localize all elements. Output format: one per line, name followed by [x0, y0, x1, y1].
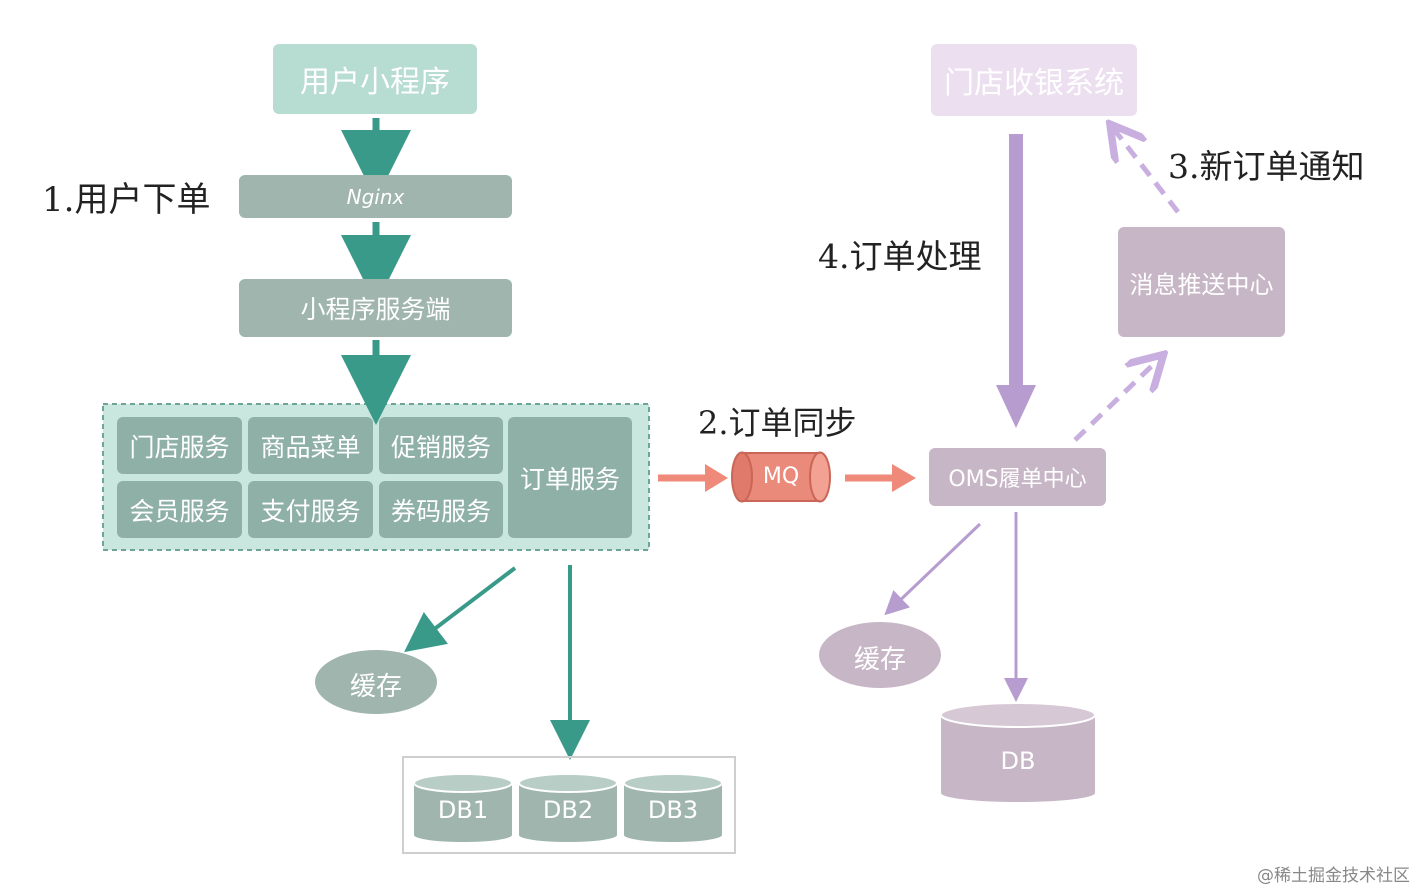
step3-label: 3.新订单通知 [1168, 147, 1365, 186]
coupon-service-label: 券码服务 [390, 496, 491, 526]
promo-service-box: 促销服务 [379, 417, 503, 474]
menu-service-label: 商品菜单 [260, 432, 361, 462]
arrow-services-to-cache [404, 566, 517, 653]
pos-system-label: 门店收银系统 [944, 66, 1124, 101]
right-cache-ellipse [819, 622, 941, 688]
arrow-head-mq-to-oms [892, 464, 916, 492]
db2-cylinder [518, 773, 618, 842]
oms-label: OMS履单中心 [948, 467, 1087, 492]
push-center-label: 消息推送中心 [1129, 270, 1274, 299]
db1-label: DB1 [437, 796, 489, 824]
order-service-label: 订单服务 [519, 464, 620, 494]
left-cache-ellipse [315, 650, 437, 714]
arrow-head-pos-to-oms [996, 385, 1036, 428]
coupon-service-box: 券码服务 [379, 481, 503, 538]
nginx-box: Nginx [239, 175, 512, 218]
db3-cylinder [623, 773, 723, 842]
right-cache-label: 缓存 [853, 645, 906, 675]
member-service-label: 会员服务 [129, 496, 230, 526]
arrow-push-to-pos [1113, 128, 1180, 214]
left-cache-label: 缓存 [349, 672, 402, 702]
store-service-box: 门店服务 [117, 417, 242, 474]
order-service-box: 订单服务 [508, 417, 632, 538]
mini-program-label: 用户小程序 [300, 65, 450, 100]
step4-label: 4.订单处理 [818, 237, 982, 276]
step1-label: 1.用户下单 [42, 180, 211, 220]
mini-program-box: 用户小程序 [273, 44, 477, 114]
watermark: @稀土掘金技术社区 [1257, 866, 1410, 886]
mq-cylinder [731, 451, 831, 503]
db-group-frame [402, 756, 736, 854]
arrow-oms-to-cache [884, 522, 982, 616]
oms-box: OMS履单中心 [929, 448, 1106, 506]
store-service-label: 门店服务 [129, 432, 230, 462]
mq-label: MQ [762, 464, 800, 489]
nginx-label: Nginx [346, 184, 405, 209]
pos-system-box: 门店收银系统 [931, 44, 1137, 116]
db3-label: DB3 [647, 796, 699, 824]
payment-service-box: 支付服务 [248, 481, 373, 538]
mini-server-label: 小程序服务端 [300, 295, 451, 324]
right-db-cylinder [940, 702, 1096, 802]
step2-label: 2.订单同步 [698, 404, 857, 442]
payment-service-label: 支付服务 [260, 496, 361, 526]
arrow-oms-to-push [1073, 358, 1160, 442]
push-center-box: 消息推送中心 [1118, 227, 1285, 337]
member-service-box: 会员服务 [117, 481, 242, 538]
db1-cylinder [413, 773, 513, 842]
right-db-label: DB [1000, 747, 1036, 775]
mini-server-box: 小程序服务端 [239, 279, 512, 337]
db2-label: DB2 [542, 796, 594, 824]
arrow-head-services-to-mq [705, 464, 728, 492]
promo-service-label: 促销服务 [390, 432, 491, 462]
menu-service-box: 商品菜单 [248, 417, 373, 474]
